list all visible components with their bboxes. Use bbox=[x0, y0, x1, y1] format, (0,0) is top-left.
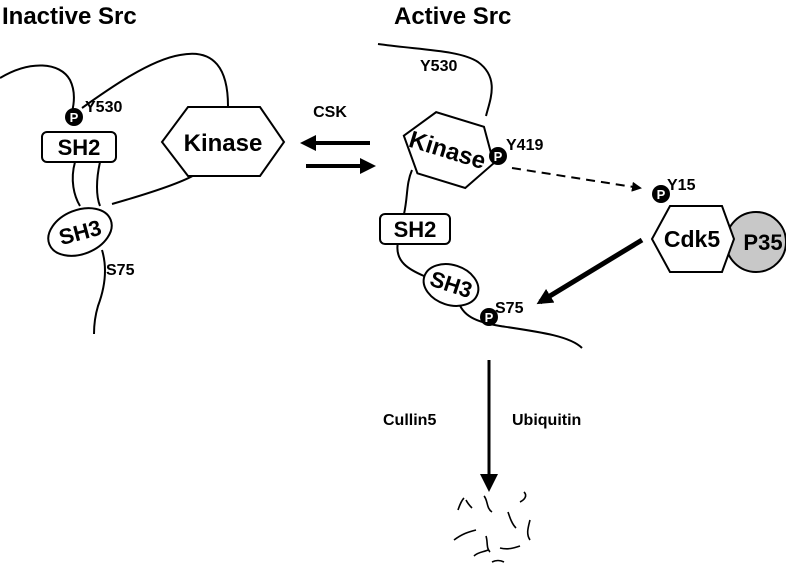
inactive-sh3-domain bbox=[47, 207, 113, 257]
cdk5-phospho-y15-marker bbox=[652, 185, 670, 203]
fragment bbox=[526, 519, 531, 541]
inactive-sh2-domain bbox=[41, 131, 117, 163]
inactive-y530-label: Y530 bbox=[85, 99, 122, 116]
inactive-cterm-tail bbox=[93, 249, 106, 335]
inactive-src: Kinase SH2 SH3 P Y530 S75 bbox=[0, 52, 286, 335]
active-phospho-y419-marker bbox=[489, 147, 507, 165]
active-kinase-group: Kinase bbox=[402, 111, 495, 190]
inactive-kinase-label: Kinase bbox=[184, 130, 263, 157]
active-sh3-to-nterm bbox=[457, 299, 583, 349]
inactive-src-title: Inactive Src bbox=[2, 3, 137, 30]
cdk5-label: Cdk5 bbox=[664, 226, 720, 252]
inactive-sh2-to-sh3 bbox=[71, 161, 81, 207]
cdk5-domain bbox=[650, 205, 736, 273]
inactive-phospho-y530-marker bbox=[65, 108, 83, 126]
fragment bbox=[485, 535, 491, 553]
active-sh2-domain bbox=[379, 213, 451, 245]
cdk5-y15-label: Y15 bbox=[667, 177, 696, 194]
active-phospho-s75-p: P bbox=[485, 310, 494, 325]
fragment bbox=[473, 549, 489, 557]
fragment bbox=[483, 495, 493, 513]
arrow-to-active-head bbox=[360, 158, 376, 174]
inactive-s75-label: S75 bbox=[106, 262, 135, 279]
active-s75-label: S75 bbox=[495, 300, 524, 317]
fragment bbox=[507, 511, 517, 529]
inactive-loop-to-kinase bbox=[81, 52, 229, 109]
p35-label: P35 bbox=[743, 230, 782, 255]
inactive-sh2-label: SH2 bbox=[58, 135, 101, 160]
active-y530-label: Y530 bbox=[420, 58, 457, 75]
fragment bbox=[453, 529, 477, 541]
inactive-nterm-strand bbox=[0, 64, 75, 113]
fragment bbox=[491, 559, 505, 563]
cdk5-to-s75-arrow bbox=[536, 237, 644, 305]
inactive-sh2-down bbox=[96, 161, 101, 207]
cdk5-phospho-y15-p: P bbox=[657, 187, 666, 202]
y419-to-y15-dashed-arrow bbox=[511, 167, 642, 192]
fragment bbox=[457, 497, 465, 511]
active-phospho-y419-p: P bbox=[494, 149, 503, 164]
active-kinase-to-sh2 bbox=[403, 169, 413, 215]
active-sh2-to-sh3 bbox=[396, 241, 425, 277]
active-cterm-tail bbox=[377, 43, 493, 117]
degradation: Cullin5 Ubiquitin bbox=[383, 360, 581, 563]
active-sh2-label: SH2 bbox=[394, 217, 437, 242]
cullin5-label: Cullin5 bbox=[383, 412, 436, 429]
fragment bbox=[499, 545, 521, 550]
fragment bbox=[465, 499, 473, 509]
degraded-fragments bbox=[453, 491, 531, 563]
ubiquitin-label: Ubiquitin bbox=[512, 412, 581, 429]
active-src-title: Active Src bbox=[394, 3, 511, 30]
csk-label: CSK bbox=[313, 104, 347, 121]
cdk5-complex: P35 Cdk5 P Y15 bbox=[650, 177, 786, 273]
active-phospho-s75-marker bbox=[480, 308, 498, 326]
csk-arrow-to-inactive-head bbox=[300, 135, 316, 151]
active-sh3-domain bbox=[422, 263, 480, 307]
degradation-arrow-head bbox=[480, 474, 498, 492]
inactive-kinase-to-sh3 bbox=[111, 173, 197, 205]
inactive-phospho-y530-p: P bbox=[70, 110, 79, 125]
active-src: Kinase Y530 P Y419 SH2 SH3 P S75 bbox=[377, 43, 583, 349]
fragment bbox=[519, 491, 527, 503]
inactive-kinase-domain bbox=[160, 106, 286, 177]
active-y419-label: Y419 bbox=[506, 137, 543, 154]
csk-transition: CSK bbox=[300, 104, 376, 174]
